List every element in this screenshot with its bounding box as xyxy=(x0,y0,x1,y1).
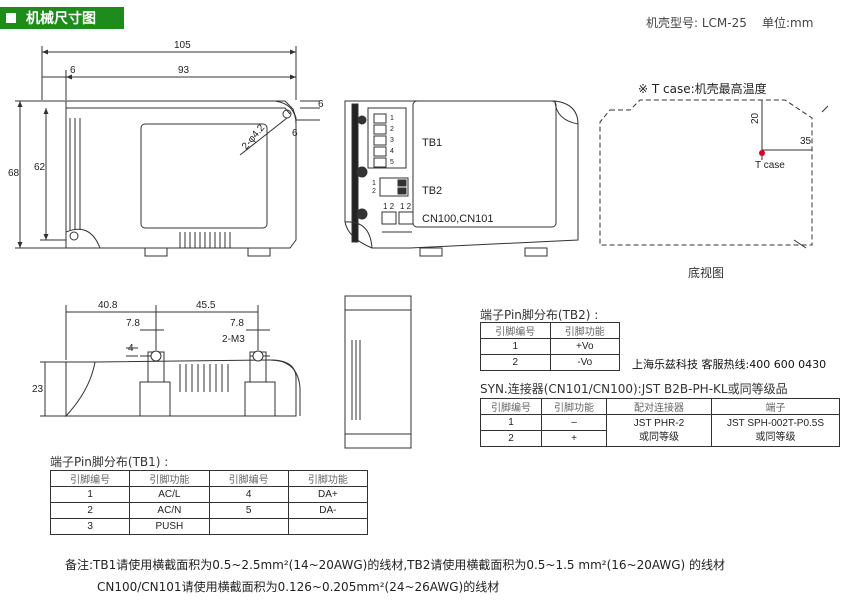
front-notch-top xyxy=(274,100,297,125)
cn-label: CN100,CN101 xyxy=(422,213,494,225)
unit-label: 单位:mm xyxy=(762,16,814,30)
dim-7-8-right: 7.8 xyxy=(230,318,244,329)
tb2-pins: 1 2 xyxy=(372,180,376,195)
terminal-spec: JST SPH-002T-P0.5S 或同等级 xyxy=(711,414,840,447)
cn100-pins: 1 2 xyxy=(383,202,395,211)
table-row: 引脚编号 引脚功能 配对连接器 端子 xyxy=(480,398,840,415)
side-screw-left xyxy=(150,350,162,362)
bottom-case-outline xyxy=(599,99,813,246)
dim-35: 35 xyxy=(800,136,812,147)
top-screw-1 xyxy=(356,166,368,178)
connector-table: 引脚编号 引脚功能 配对连接器 端子 1 – JST PHR-2 或同等级 JS… xyxy=(480,398,840,447)
bottom-view-caption: 底视图 xyxy=(688,266,725,280)
side-vent-slots xyxy=(179,364,229,392)
note-line-1: 备注:TB1请使用横截面积为0.5~2.5mm²(14~20AWG)的线材,TB… xyxy=(65,558,726,572)
dim-23: 23 xyxy=(32,384,44,395)
tb1-table: 引脚编号 引脚功能 引脚编号 引脚功能 1 AC/L 4 DA+ 2 AC/N … xyxy=(49,470,369,535)
top-notch-left xyxy=(344,221,373,249)
mating-connector: JST PHR-2 或同等级 xyxy=(606,414,712,447)
side-case-outline xyxy=(65,361,96,418)
dim-6-lower: 6 xyxy=(292,128,298,139)
top-case-outline xyxy=(344,100,579,249)
front-hole-bottom xyxy=(69,231,79,241)
bottom-view xyxy=(599,99,813,246)
table-row: 引脚编号 引脚功能 引脚编号 引脚功能 xyxy=(49,470,369,487)
dim-105: 105 xyxy=(174,40,191,51)
tcase-note: ※ T case:机壳最高温度 xyxy=(638,82,767,96)
side-screw-right xyxy=(252,350,264,362)
front-notch-bottom xyxy=(65,228,101,249)
front-hole-top xyxy=(282,109,292,119)
front-inner-line xyxy=(66,107,291,115)
tb1-pins: 1 2 3 4 5 xyxy=(390,115,394,166)
dim-62: 62 xyxy=(34,162,46,173)
hole-leader xyxy=(239,117,288,156)
table-row: 1 +Vo xyxy=(480,338,620,355)
dim-20: 20 xyxy=(750,112,761,124)
tcase-label: T case xyxy=(755,160,785,171)
table-row: 2 + xyxy=(480,430,840,447)
company-hotline: 上海乐兹科技 客服热线:400 600 0430 xyxy=(632,358,827,371)
tb1-table-title: 端子Pin脚分布(TB1) : xyxy=(50,455,169,469)
front-case-outline xyxy=(65,100,297,249)
section-title: 机械尺寸图 xyxy=(26,11,96,27)
front-label-panel xyxy=(140,123,268,229)
dim-6-right: 6 xyxy=(318,99,324,110)
cn101-socket xyxy=(398,211,414,225)
section-header: 机械尺寸图 xyxy=(0,7,124,29)
dim-68: 68 xyxy=(8,168,20,179)
end-view xyxy=(344,295,412,449)
front-foot-right xyxy=(247,247,271,257)
table-row: 2 AC/N 5 DA- xyxy=(49,502,369,519)
tb2-table-title: 端子Pin脚分布(TB2) : xyxy=(480,308,599,322)
front-foot-left xyxy=(144,247,168,257)
dim-6: 6 xyxy=(70,65,76,76)
tcase-point xyxy=(759,150,765,156)
note-line-2: CN100/CN101请使用横截面积为0.126~0.205mm²(24~26A… xyxy=(97,580,500,594)
dim-45-5: 45.5 xyxy=(196,300,216,311)
tb1-label: TB1 xyxy=(422,137,443,149)
top-screw-3 xyxy=(357,115,367,125)
dim-7-8-left: 7.8 xyxy=(126,318,140,329)
end-case-outline xyxy=(344,295,412,449)
cn100-socket xyxy=(381,211,397,225)
front-view xyxy=(15,46,320,257)
table-row: 1 – JST PHR-2 或同等级 JST SPH-002T-P0.5S 或同… xyxy=(480,414,840,447)
tb2-table: 引脚编号 引脚功能 1 +Vo 2 -Vo xyxy=(480,322,620,371)
tb2-label: TB2 xyxy=(422,185,443,197)
connector-table-title: SYN.连接器(CN101/CN100):JST B2B-PH-KL或同等级品 xyxy=(480,382,788,396)
dim-40-8: 40.8 xyxy=(98,300,118,311)
dim-4: 4 xyxy=(128,343,134,354)
table-row: 引脚编号 引脚功能 xyxy=(480,322,620,339)
top-view xyxy=(344,100,579,257)
side-view xyxy=(40,305,301,418)
top-screw-2 xyxy=(356,208,368,220)
top-label-panel xyxy=(412,100,557,228)
header-square-icon xyxy=(6,13,16,23)
table-row: 3 PUSH xyxy=(49,518,369,535)
table-row: 2 -Vo xyxy=(480,354,620,371)
model-label: 机壳型号: LCM-25 xyxy=(646,16,747,30)
dim-93: 93 xyxy=(178,65,190,76)
cn101-pins: 1 2 xyxy=(400,202,412,211)
m3-label: 2-M3 xyxy=(222,334,245,345)
front-vent-slots xyxy=(69,118,231,248)
table-row: 1 AC/L 4 DA+ xyxy=(49,486,369,503)
top-notch-right xyxy=(554,100,579,125)
